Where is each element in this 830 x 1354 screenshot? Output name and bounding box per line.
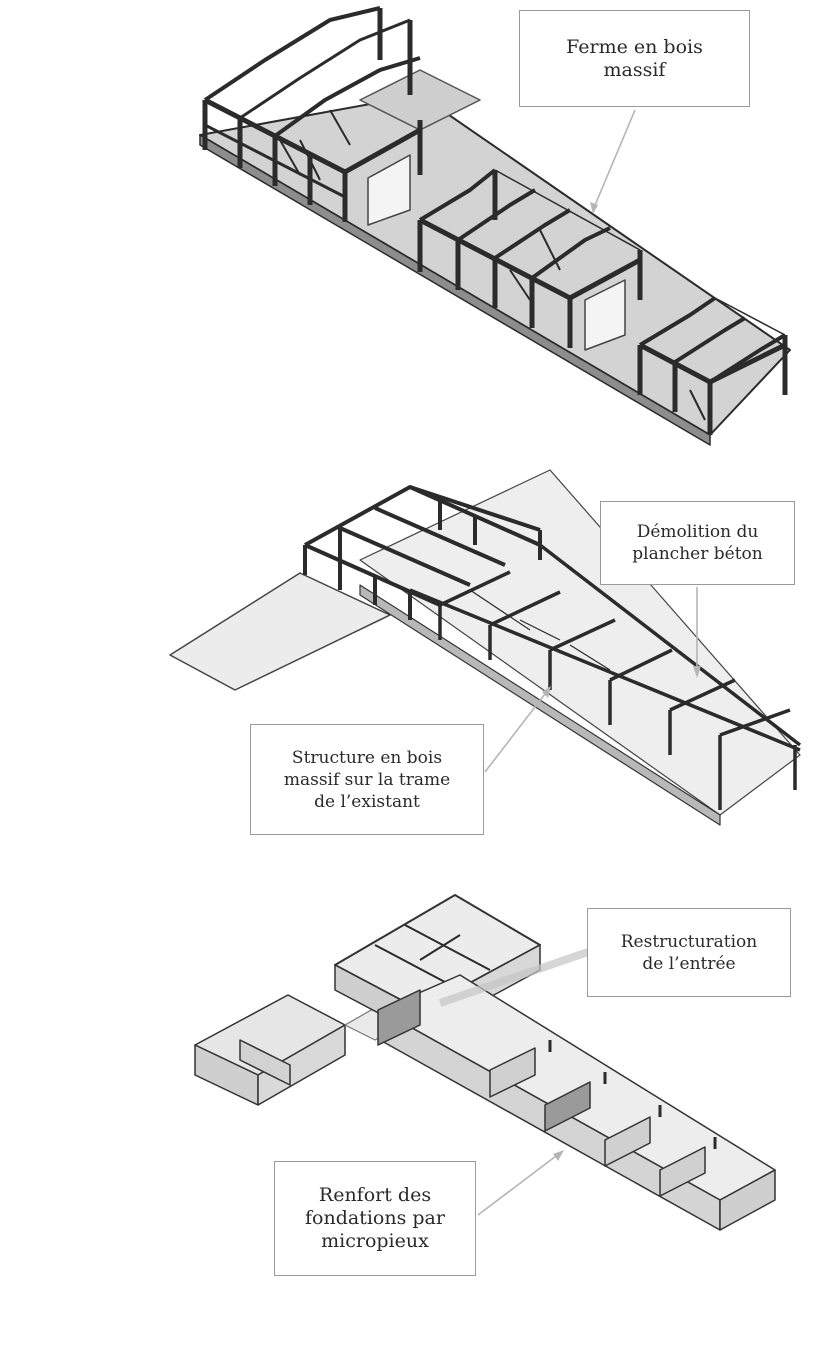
frame-block-3 bbox=[637, 296, 788, 435]
frame-block-2 bbox=[417, 168, 643, 348]
leader-line-structure bbox=[484, 689, 549, 773]
middle-left-slab bbox=[169, 572, 391, 691]
label-demolition: Démolition du plancher béton bbox=[600, 501, 795, 585]
middle-structure-diagram bbox=[169, 469, 802, 826]
label-restructuration: Restructuration de l’entrée bbox=[587, 908, 791, 997]
label-structure: Structure en bois massif sur la trame de… bbox=[250, 724, 484, 835]
bottom-foundation-diagram bbox=[194, 894, 776, 1231]
leader-line-restructuration bbox=[438, 948, 590, 1007]
label-ferme: Ferme en bois massif bbox=[519, 10, 750, 107]
top-structure-diagram bbox=[199, 6, 791, 446]
leader-line-ferme bbox=[592, 109, 636, 211]
leader-line-renfort bbox=[477, 1152, 561, 1216]
label-renfort: Renfort des fondations par micropieux bbox=[274, 1161, 476, 1276]
frame-block-1 bbox=[202, 6, 423, 222]
